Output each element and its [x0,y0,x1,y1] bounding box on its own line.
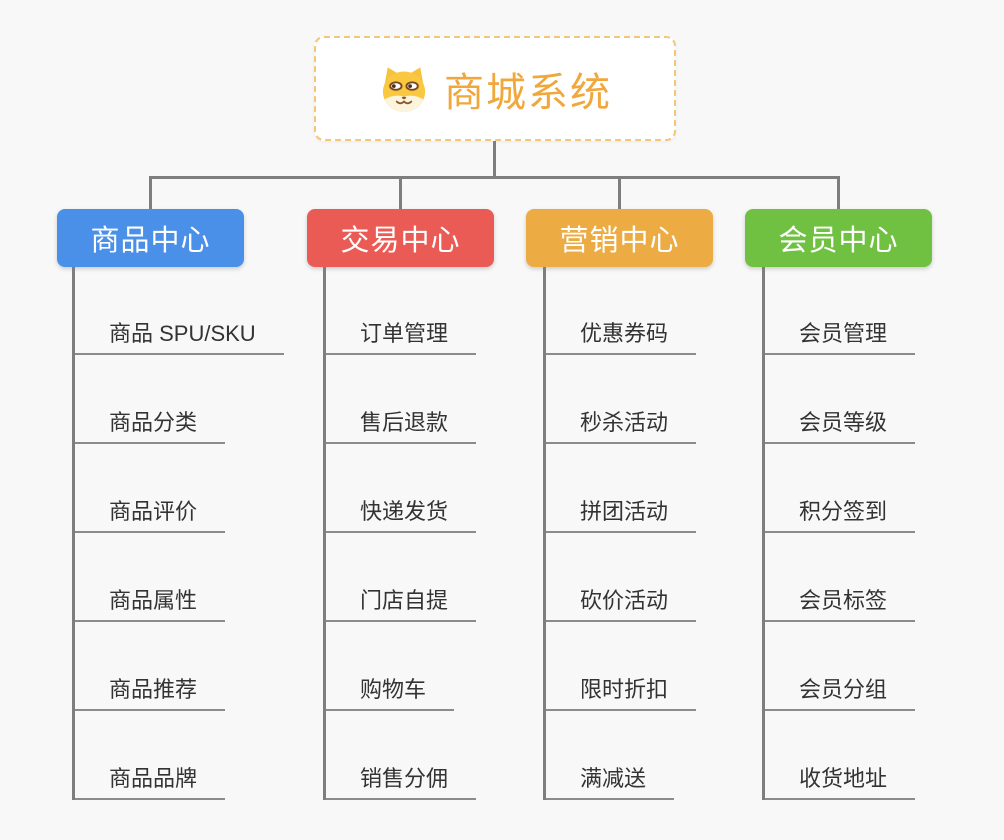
connector-drop-trade [399,176,402,209]
branch-header-product-center[interactable]: 商品中心 [57,209,244,267]
leaf-node[interactable]: 商品品牌 [75,764,226,800]
connector-root-stem [493,141,496,176]
leaf-node[interactable]: 优惠券码 [546,319,697,355]
leaf-node[interactable]: 积分签到 [765,497,916,533]
leaf-node[interactable]: 满减送 [546,764,675,800]
leaf-node[interactable]: 商品评价 [75,497,226,533]
branch-items-trade-center: 订单管理 售后退款 快递发货 门店自提 购物车 销售分佣 [323,267,477,800]
leaf-node[interactable]: 商品 SPU/SKU [75,319,284,355]
leaf-node[interactable]: 售后退款 [326,408,477,444]
leaf-node[interactable]: 快递发货 [326,497,477,533]
connector-horizontal-bar [149,176,840,179]
leaf-node[interactable]: 商品属性 [75,586,226,622]
branch-items-member-center: 会员管理 会员等级 积分签到 会员标签 会员分组 收货地址 [762,267,916,800]
branch-items-marketing-center: 优惠券码 秒杀活动 拼团活动 砍价活动 限时折扣 满减送 [543,267,697,800]
leaf-node[interactable]: 会员标签 [765,586,916,622]
branch-items-product-center: 商品 SPU/SKU 商品分类 商品评价 商品属性 商品推荐 商品品牌 [72,267,284,800]
leaf-node[interactable]: 会员分组 [765,675,916,711]
leaf-node[interactable]: 拼团活动 [546,497,697,533]
leaf-node[interactable]: 商品推荐 [75,675,226,711]
leaf-node[interactable]: 秒杀活动 [546,408,697,444]
leaf-node[interactable]: 收货地址 [765,764,916,800]
leaf-node[interactable]: 限时折扣 [546,675,697,711]
leaf-node[interactable]: 砍价活动 [546,586,697,622]
branch-header-member-center[interactable]: 会员中心 [745,209,932,267]
connector-drop-marketing [618,176,621,209]
leaf-node[interactable]: 销售分佣 [326,764,477,800]
connector-drop-member [837,176,840,209]
dog-face-icon [378,64,430,113]
leaf-node[interactable]: 购物车 [326,675,455,711]
branch-header-trade-center[interactable]: 交易中心 [307,209,494,267]
leaf-node[interactable]: 商品分类 [75,408,226,444]
connector-drop-product [149,176,152,209]
branch-header-marketing-center[interactable]: 营销中心 [526,209,713,267]
leaf-node[interactable]: 订单管理 [326,319,477,355]
leaf-node[interactable]: 会员管理 [765,319,916,355]
leaf-node[interactable]: 门店自提 [326,586,477,622]
root-title: 商城系统 [444,70,612,115]
leaf-node[interactable]: 会员等级 [765,408,916,444]
root-node-mall-system[interactable]: 商城系统 [314,36,676,141]
